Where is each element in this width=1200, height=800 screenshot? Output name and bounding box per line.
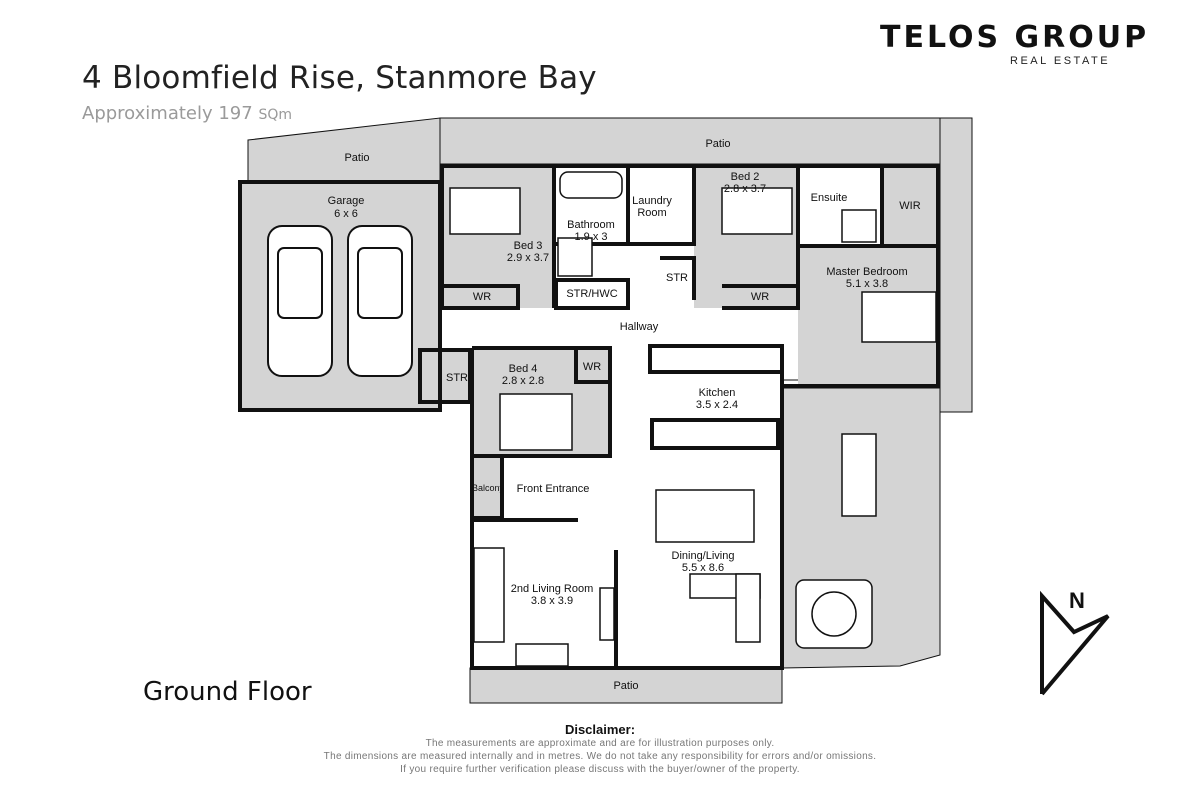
label-wir: WIR	[899, 200, 920, 212]
floor-label: Ground Floor	[143, 677, 312, 707]
label-str-hwc: STR/HWC	[566, 288, 617, 300]
dining-set	[473, 489, 761, 667]
label-compass: N	[1069, 588, 1085, 613]
outdoor-furniture	[795, 433, 877, 649]
kitchen-wall	[648, 344, 784, 374]
disclaimer-title: Disclaimer:	[564, 722, 636, 737]
patio-bottom-area	[469, 667, 783, 704]
bed3-wall	[440, 164, 556, 308]
label-laundry-1: Laundry	[632, 195, 672, 207]
label-hallway: Hallway	[620, 321, 659, 333]
label-bathroom: Bathroom	[567, 219, 615, 231]
dining-table	[655, 489, 755, 543]
label-str-garage: STR	[446, 372, 468, 384]
label-patio-top: Patio	[705, 138, 730, 150]
label-wr-bed2: WR	[751, 291, 769, 303]
label-bed2: Bed 2	[731, 171, 760, 183]
sofa-l-side	[735, 573, 761, 643]
bed3-bed	[449, 187, 521, 235]
walls	[238, 164, 940, 670]
label-dining-dim: 5.5 x 8.6	[682, 562, 724, 574]
disclaimer-line-1: The measurements are approximate and are…	[425, 738, 775, 749]
label-wr-bed3: WR	[473, 291, 491, 303]
shower	[841, 209, 877, 243]
floor-area-unit: SQm	[258, 107, 292, 123]
wr-bed3-wall	[442, 284, 520, 310]
master-bed	[861, 291, 937, 343]
bed2-bed	[721, 187, 793, 235]
wir-fill	[882, 166, 938, 246]
spa-inner	[811, 591, 857, 637]
fixtures	[557, 171, 877, 277]
label-patio-bottom: Patio	[613, 680, 638, 692]
str-hwc-wall	[554, 278, 630, 310]
disclaimer-line-3: If you require further verification plea…	[400, 764, 800, 775]
floor-area-value: Approximately 197	[82, 103, 253, 124]
floor-area: Approximately 197 SQm	[82, 103, 292, 124]
label-kitchen-dim: 3.5 x 2.4	[696, 399, 738, 411]
label-living2: 2nd Living Room	[511, 583, 594, 595]
car-left-cabin	[277, 247, 323, 319]
label-kitchen: Kitchen	[699, 387, 736, 399]
bed2-wall	[694, 164, 940, 388]
label-bed3-dim: 2.9 x 3.7	[507, 252, 549, 264]
wr-bed2-wall	[722, 284, 800, 310]
label-patio-top-left: Patio	[344, 152, 369, 164]
room-labels: Patio Garage 6 x 6 Patio Bed 3 2.9 x 3.7…	[328, 138, 1085, 692]
label-bed4-dim: 2.8 x 2.8	[502, 375, 544, 387]
label-master: Master Bedroom	[826, 266, 907, 278]
label-str-mid: STR	[666, 272, 688, 284]
str-garage-fill	[420, 350, 470, 402]
label-bed2-dim: 2.8 x 3.7	[724, 183, 766, 195]
str-garage-wall	[418, 348, 472, 404]
label-front-entrance: Front Entrance	[517, 483, 590, 495]
vanity	[557, 237, 593, 277]
label-bathroom-dim: 1.9 x 3	[574, 231, 607, 243]
label-dining: Dining/Living	[672, 550, 735, 562]
tv-unit	[599, 587, 615, 641]
property-address: 4 Bloomfield Rise, Stanmore Bay	[82, 60, 597, 96]
north-arrow	[1040, 590, 1110, 696]
bed4-wall	[470, 346, 612, 458]
bed4-bed	[499, 393, 573, 451]
kitchen-island	[650, 418, 780, 450]
bath-tub	[559, 171, 623, 199]
label-living2-dim: 3.8 x 3.9	[531, 595, 573, 607]
label-bed3: Bed 3	[514, 240, 543, 252]
str-mid-wall	[660, 256, 696, 300]
label-ensuite: Ensuite	[811, 192, 848, 204]
sofa-2nd	[473, 547, 505, 643]
laundry-wall	[628, 164, 696, 246]
outdoor-table	[841, 433, 877, 517]
balcony-fill	[472, 456, 502, 518]
sofa-2nd-bottom	[515, 643, 569, 667]
label-laundry-2: Room	[637, 207, 666, 219]
main-outer-wall	[470, 346, 784, 670]
patio-top-left-area	[247, 117, 441, 183]
label-garage: Garage	[328, 195, 365, 207]
beds	[449, 187, 937, 451]
garage-cars	[267, 225, 413, 377]
brand-logo: TELOS GROUP	[880, 20, 1150, 55]
label-garage-dim: 6 x 6	[334, 208, 358, 220]
label-wr-bed4: WR	[583, 361, 601, 373]
label-bed4: Bed 4	[509, 363, 538, 375]
label-master-dim: 5.1 x 3.8	[846, 278, 888, 290]
label-balcony: Balcony	[472, 483, 505, 493]
car-right-cabin	[357, 247, 403, 319]
disclaimer-line-2: The dimensions are measured internally a…	[323, 751, 877, 762]
wr-bed4-wall	[574, 346, 612, 384]
brand-subtitle: REAL ESTATE	[1010, 55, 1111, 67]
